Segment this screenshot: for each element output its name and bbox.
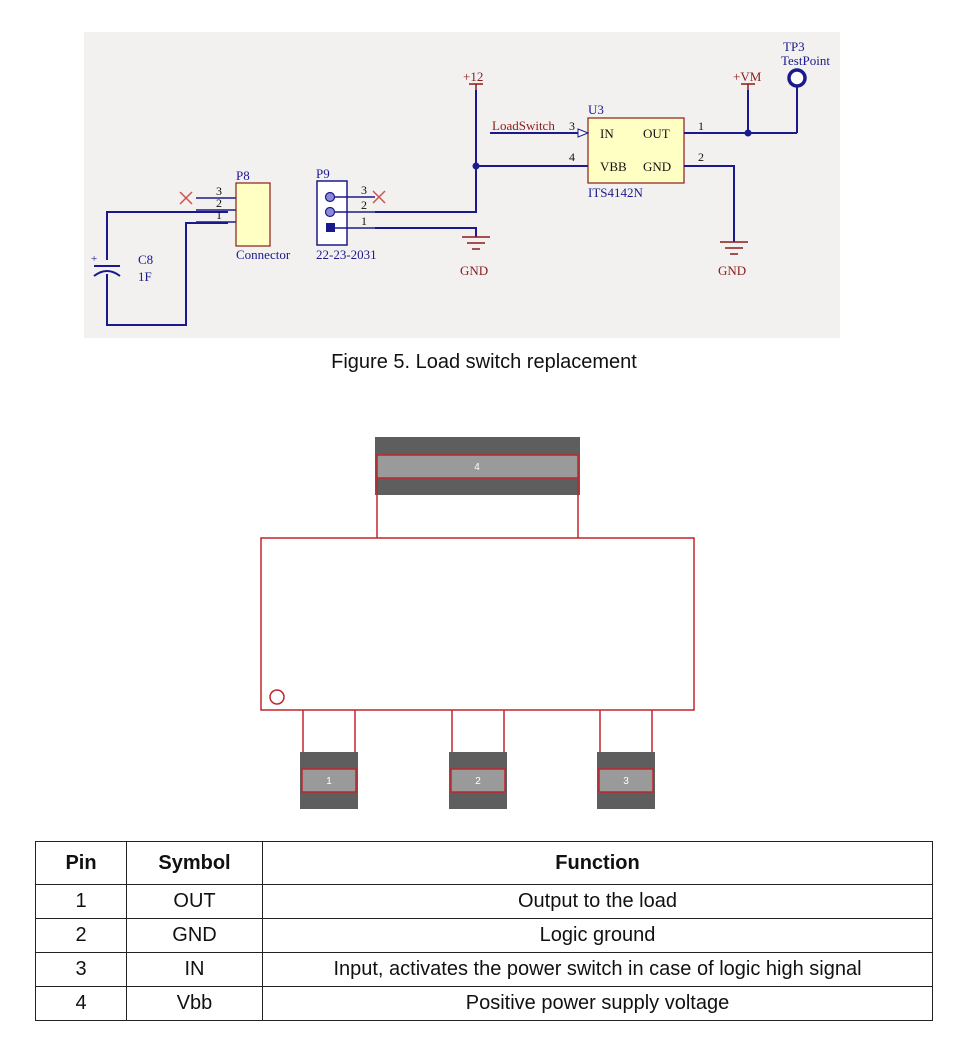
p9-pin3-number: 3 (361, 183, 367, 197)
u3-pin-label-vbb: VBB (600, 159, 627, 174)
cell-function: Input, activates the power switch in cas… (262, 952, 933, 987)
power-port-vm: +VM (733, 69, 762, 90)
p9-pin2-number: 2 (361, 198, 367, 212)
net-label-gnd-right: GND (718, 263, 746, 278)
u3-pin-number-gnd: 2 (698, 150, 704, 164)
p8-pin2-number: 2 (216, 196, 222, 210)
connector-p8: 3 2 1 P8 Connector (179, 168, 291, 262)
net-label-loadswitch: LoadSwitch (492, 118, 555, 133)
p9-pin1-contact (326, 223, 335, 232)
package-body (260, 537, 695, 711)
p9-pin1-number: 1 (361, 214, 367, 228)
cell-function: Output to the load (262, 884, 933, 919)
cell-symbol: IN (126, 952, 263, 987)
table-row: 3 IN Input, activates the power switch i… (35, 952, 933, 987)
p8-ref: P8 (236, 168, 250, 183)
footprint-diagram: 4 1 2 3 (260, 437, 695, 809)
table-row: 1 OUT Output to the load (35, 884, 933, 919)
u3-body (587, 117, 685, 184)
p8-value: Connector (236, 247, 291, 262)
test-point-tp3: TP3 TestPoint (781, 39, 830, 88)
pad-2: 2 (449, 752, 507, 809)
c8-value: 1F (138, 269, 152, 284)
header-symbol: Symbol (126, 841, 263, 885)
header-function: Function (262, 841, 933, 885)
pad-3: 3 (597, 752, 655, 809)
ic-u3: U3 ITS4142N IN OUT VBB GND 3 4 1 2 (569, 102, 704, 200)
junction-dot (744, 129, 752, 137)
no-connect-marker (372, 190, 386, 204)
cell-symbol: OUT (126, 884, 263, 919)
table-row: 2 GND Logic ground (35, 918, 933, 953)
cell-function: Logic ground (262, 918, 933, 953)
test-point-ring (787, 68, 807, 88)
table-row: 4 Vbb Positive power supply voltage (35, 986, 933, 1021)
header-pin: Pin (35, 841, 127, 885)
pad-1-label: 1 (326, 776, 332, 787)
loadswitch-input: LoadSwitch (490, 118, 590, 138)
cell-pin: 3 (35, 952, 127, 987)
cell-pin: 2 (35, 918, 127, 953)
p8-pin1-number: 1 (216, 208, 222, 222)
ground-symbol-left: GND (460, 236, 490, 278)
pin-table: Pin Symbol Function 1 OUT Output to the … (35, 841, 933, 1021)
tp3-ref: TP3 (783, 39, 805, 54)
cell-pin: 4 (35, 986, 127, 1021)
capacitor-c8: + C8 1F (91, 211, 228, 326)
ground-symbol-right: GND (718, 241, 748, 278)
net-label-plus12: +12 (463, 69, 483, 84)
cell-pin: 1 (35, 884, 127, 919)
schematic-background (84, 32, 840, 338)
pad-3-label: 3 (623, 776, 629, 787)
no-connect-marker (179, 191, 193, 205)
connector-p9: 3 2 1 P9 22-23-2031 (316, 166, 386, 262)
net-label-gnd-left: GND (460, 263, 488, 278)
u3-pin-number-out: 1 (698, 119, 704, 133)
u3-pin-label-in: IN (600, 126, 614, 141)
u3-pin-label-gnd: GND (643, 159, 671, 174)
cell-function: Positive power supply voltage (262, 986, 933, 1021)
wire-p9-pin1 (375, 227, 477, 237)
cell-symbol: GND (126, 918, 263, 953)
p8-body (235, 182, 271, 247)
wire-u3-gnd (684, 165, 735, 242)
capacitor-plate-bottom (93, 270, 121, 277)
cell-symbol: Vbb (126, 986, 263, 1021)
p9-value: 22-23-2031 (316, 247, 377, 262)
pad-2-label: 2 (475, 776, 481, 787)
input-arrow-icon (577, 128, 590, 138)
p9-pin2-contact (324, 206, 336, 218)
u3-value: ITS4142N (588, 185, 644, 200)
net-label-vm: +VM (733, 69, 762, 84)
pad-1: 1 (300, 752, 358, 809)
u3-pin-number-vbb: 4 (569, 150, 575, 164)
c8-polarity: + (91, 253, 97, 265)
u3-ref: U3 (588, 102, 604, 117)
wire-p9-pin2 (375, 166, 477, 213)
pin1-marker (269, 689, 285, 705)
pad-4: 4 (375, 437, 580, 495)
junction-dot (472, 162, 480, 170)
table-header-row: Pin Symbol Function (35, 841, 933, 885)
u3-pin-label-out: OUT (643, 126, 670, 141)
figure-caption: Figure 5. Load switch replacement (331, 351, 637, 373)
power-port-plus12: +12 (463, 69, 483, 90)
wire-c8-bottom (106, 222, 228, 326)
p9-ref: P9 (316, 166, 330, 181)
p8-pin3-number: 3 (216, 184, 222, 198)
pad-4-label: 4 (474, 462, 480, 473)
p9-pin3-contact (324, 191, 336, 203)
u3-pin-number-in: 3 (569, 119, 575, 133)
tp3-value: TestPoint (781, 53, 830, 68)
schematic-diagram: + C8 1F 3 2 1 P8 Connector 3 2 1 (84, 32, 840, 338)
wire-c8-top (106, 211, 228, 260)
c8-ref: C8 (138, 252, 153, 267)
